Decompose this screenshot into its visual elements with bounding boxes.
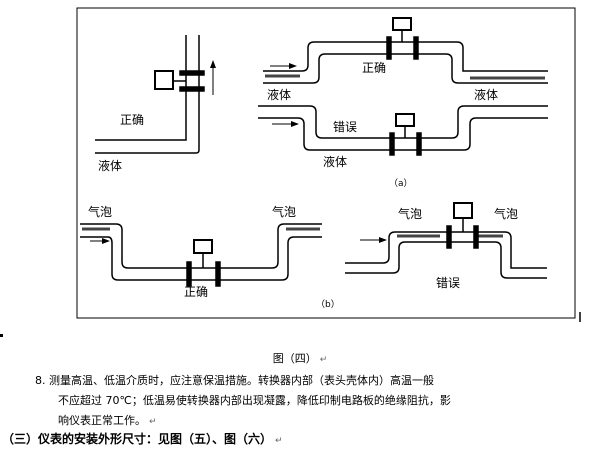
paragraph-line-3: 响仪表正常工作。↵	[58, 411, 157, 432]
bubble-wrong-pipe	[345, 202, 547, 279]
paragraph-line-1: 8. 测量高温、低温介质时，应注意保温措施。转换器内部（表头壳体内）高温一般	[35, 374, 434, 387]
paragraph-line-2: 不应超过 70℃；低温易使转换器内部出现凝露，降低印制电路板的绝缘阻抗，影	[58, 394, 451, 407]
section-heading-text: （三）仪表的安装外形尺寸：见图（五）、图（六）	[2, 432, 273, 446]
bubble-correct-label: 正确	[184, 285, 208, 299]
part-b-label: （b）	[316, 299, 340, 310]
paragraph-mark-icon: ↵	[149, 417, 157, 427]
bubble-right-label-1: 气泡	[272, 204, 296, 219]
bubble-left-label-1: 气泡	[88, 204, 112, 219]
horizontal-wrong-pipe	[258, 105, 548, 156]
paragraph-mark-icon: ↵	[275, 436, 283, 446]
vertical-pipe-diagram	[95, 35, 216, 154]
bubble-wrong-label: 错误	[436, 276, 460, 290]
bubble-right-label-2: 气泡	[494, 206, 518, 221]
part-a-label: （a）	[389, 178, 413, 189]
vertical-liquid-label: 液体	[98, 158, 122, 173]
bubble-correct-pipe	[80, 223, 322, 287]
horizontal-wrong-label: 错误	[333, 120, 357, 134]
paragraph-mark-icon: ↵	[319, 355, 328, 365]
flowmeter-installation-figure: 正确 液体 正确 液体 液体 错误 液体 （a）	[76, 7, 581, 322]
figure-caption-text: 图（四）	[272, 352, 317, 365]
horizontal-liquid-bottom-label: 液体	[323, 154, 347, 169]
vertical-correct-label: 正确	[120, 113, 144, 127]
paragraph-line-3-text: 响仪表正常工作。	[58, 414, 146, 427]
horizontal-liquid-right-label: 液体	[474, 87, 498, 102]
horizontal-correct-pipe	[263, 17, 548, 84]
margin-dot	[0, 334, 3, 337]
section-heading: （三）仪表的安装外形尺寸：见图（五）、图（六）↵	[2, 430, 283, 447]
bubble-left-label-2: 气泡	[398, 206, 422, 221]
figure-frame	[76, 7, 576, 319]
horizontal-correct-label: 正确	[362, 61, 386, 75]
figure-caption: 图（四）↵	[0, 350, 600, 366]
horizontal-liquid-left-label: 液体	[267, 87, 291, 102]
